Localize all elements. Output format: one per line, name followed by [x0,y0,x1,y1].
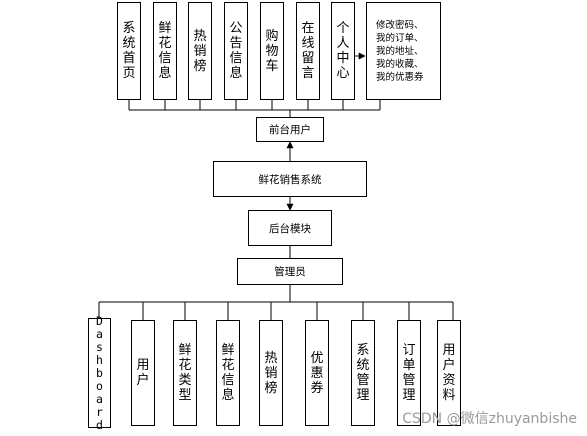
bottom-module-users: 用户 [131,320,155,426]
top-module-cart: 购物车 [260,2,284,100]
bottom-module-flower-info: 鲜花信息 [216,320,240,426]
top_modules-label: 个人中心 [336,21,350,81]
admin-node: 管理员 [237,258,343,285]
bottom-module-flower-types: 鲜花类型 [173,320,197,426]
bottom-module-system-management: 系统管理 [351,320,375,426]
backend-module-label: 后台模块 [269,222,311,235]
top-module-home: 系统首页 [117,2,141,100]
bottom_modules-label: 订单管理 [402,343,416,403]
bottom-module-user-profile: 用户资料 [437,320,461,426]
top_modules-label: 购物车 [265,28,279,74]
top-module-hot-list: 热销榜 [188,2,212,100]
submenu-item-my-addresses: 我的地址、 [376,45,424,57]
bottom_modules-label: 鲜花信息 [221,343,235,403]
admin-label: 管理员 [274,266,306,278]
bottom_modules-label: 优惠券 [310,350,324,396]
backend-module-node: 后台模块 [248,210,332,246]
submenu-item-my-orders: 我的订单、 [376,32,424,44]
watermark: CSDN @微信zhuyanbishe [402,411,577,427]
system-name-label: 鲜花销售系统 [258,173,322,186]
bottom_modules-label: 鲜花类型 [178,343,192,403]
frontend-user-node: 前台用户 [256,117,324,142]
submenu-item-my-favorites: 我的收藏、 [376,58,424,70]
top_modules-label: 公告信息 [229,21,243,81]
top_modules-label: 鲜花信息 [158,21,172,81]
personal-center-submenu: 修改密码、 我的订单、 我的地址、 我的收藏、 我的优惠券 [366,2,441,100]
bottom_modules-label: 用户 [136,358,150,388]
frontend-user-label: 前台用户 [269,124,311,136]
top-module-personal-center: 个人中心 [331,2,355,100]
top_modules-label: 在线留言 [301,21,315,81]
top-module-flower-info: 鲜花信息 [153,2,177,100]
submenu-item-my-coupons: 我的优惠券 [376,71,424,83]
top_modules-label: 系统首页 [122,21,136,81]
submenu-item-change-password: 修改密码、 [376,19,424,31]
bottom-module-coupons: 优惠券 [305,320,329,426]
bottom_modules-label: 热销榜 [264,350,278,396]
top-module-announcements: 公告信息 [224,2,248,100]
system-node: 鲜花销售系统 [213,161,367,197]
top-module-message: 在线留言 [296,2,320,100]
bottom_modules-label: 系统管理 [356,343,370,403]
bottom_modules-label: 用户资料 [442,343,456,403]
bottom-module-hot-list: 热销榜 [259,320,283,426]
top_modules-label: 热销榜 [193,28,207,74]
bottom-module-order-management: 订单管理 [397,320,421,426]
